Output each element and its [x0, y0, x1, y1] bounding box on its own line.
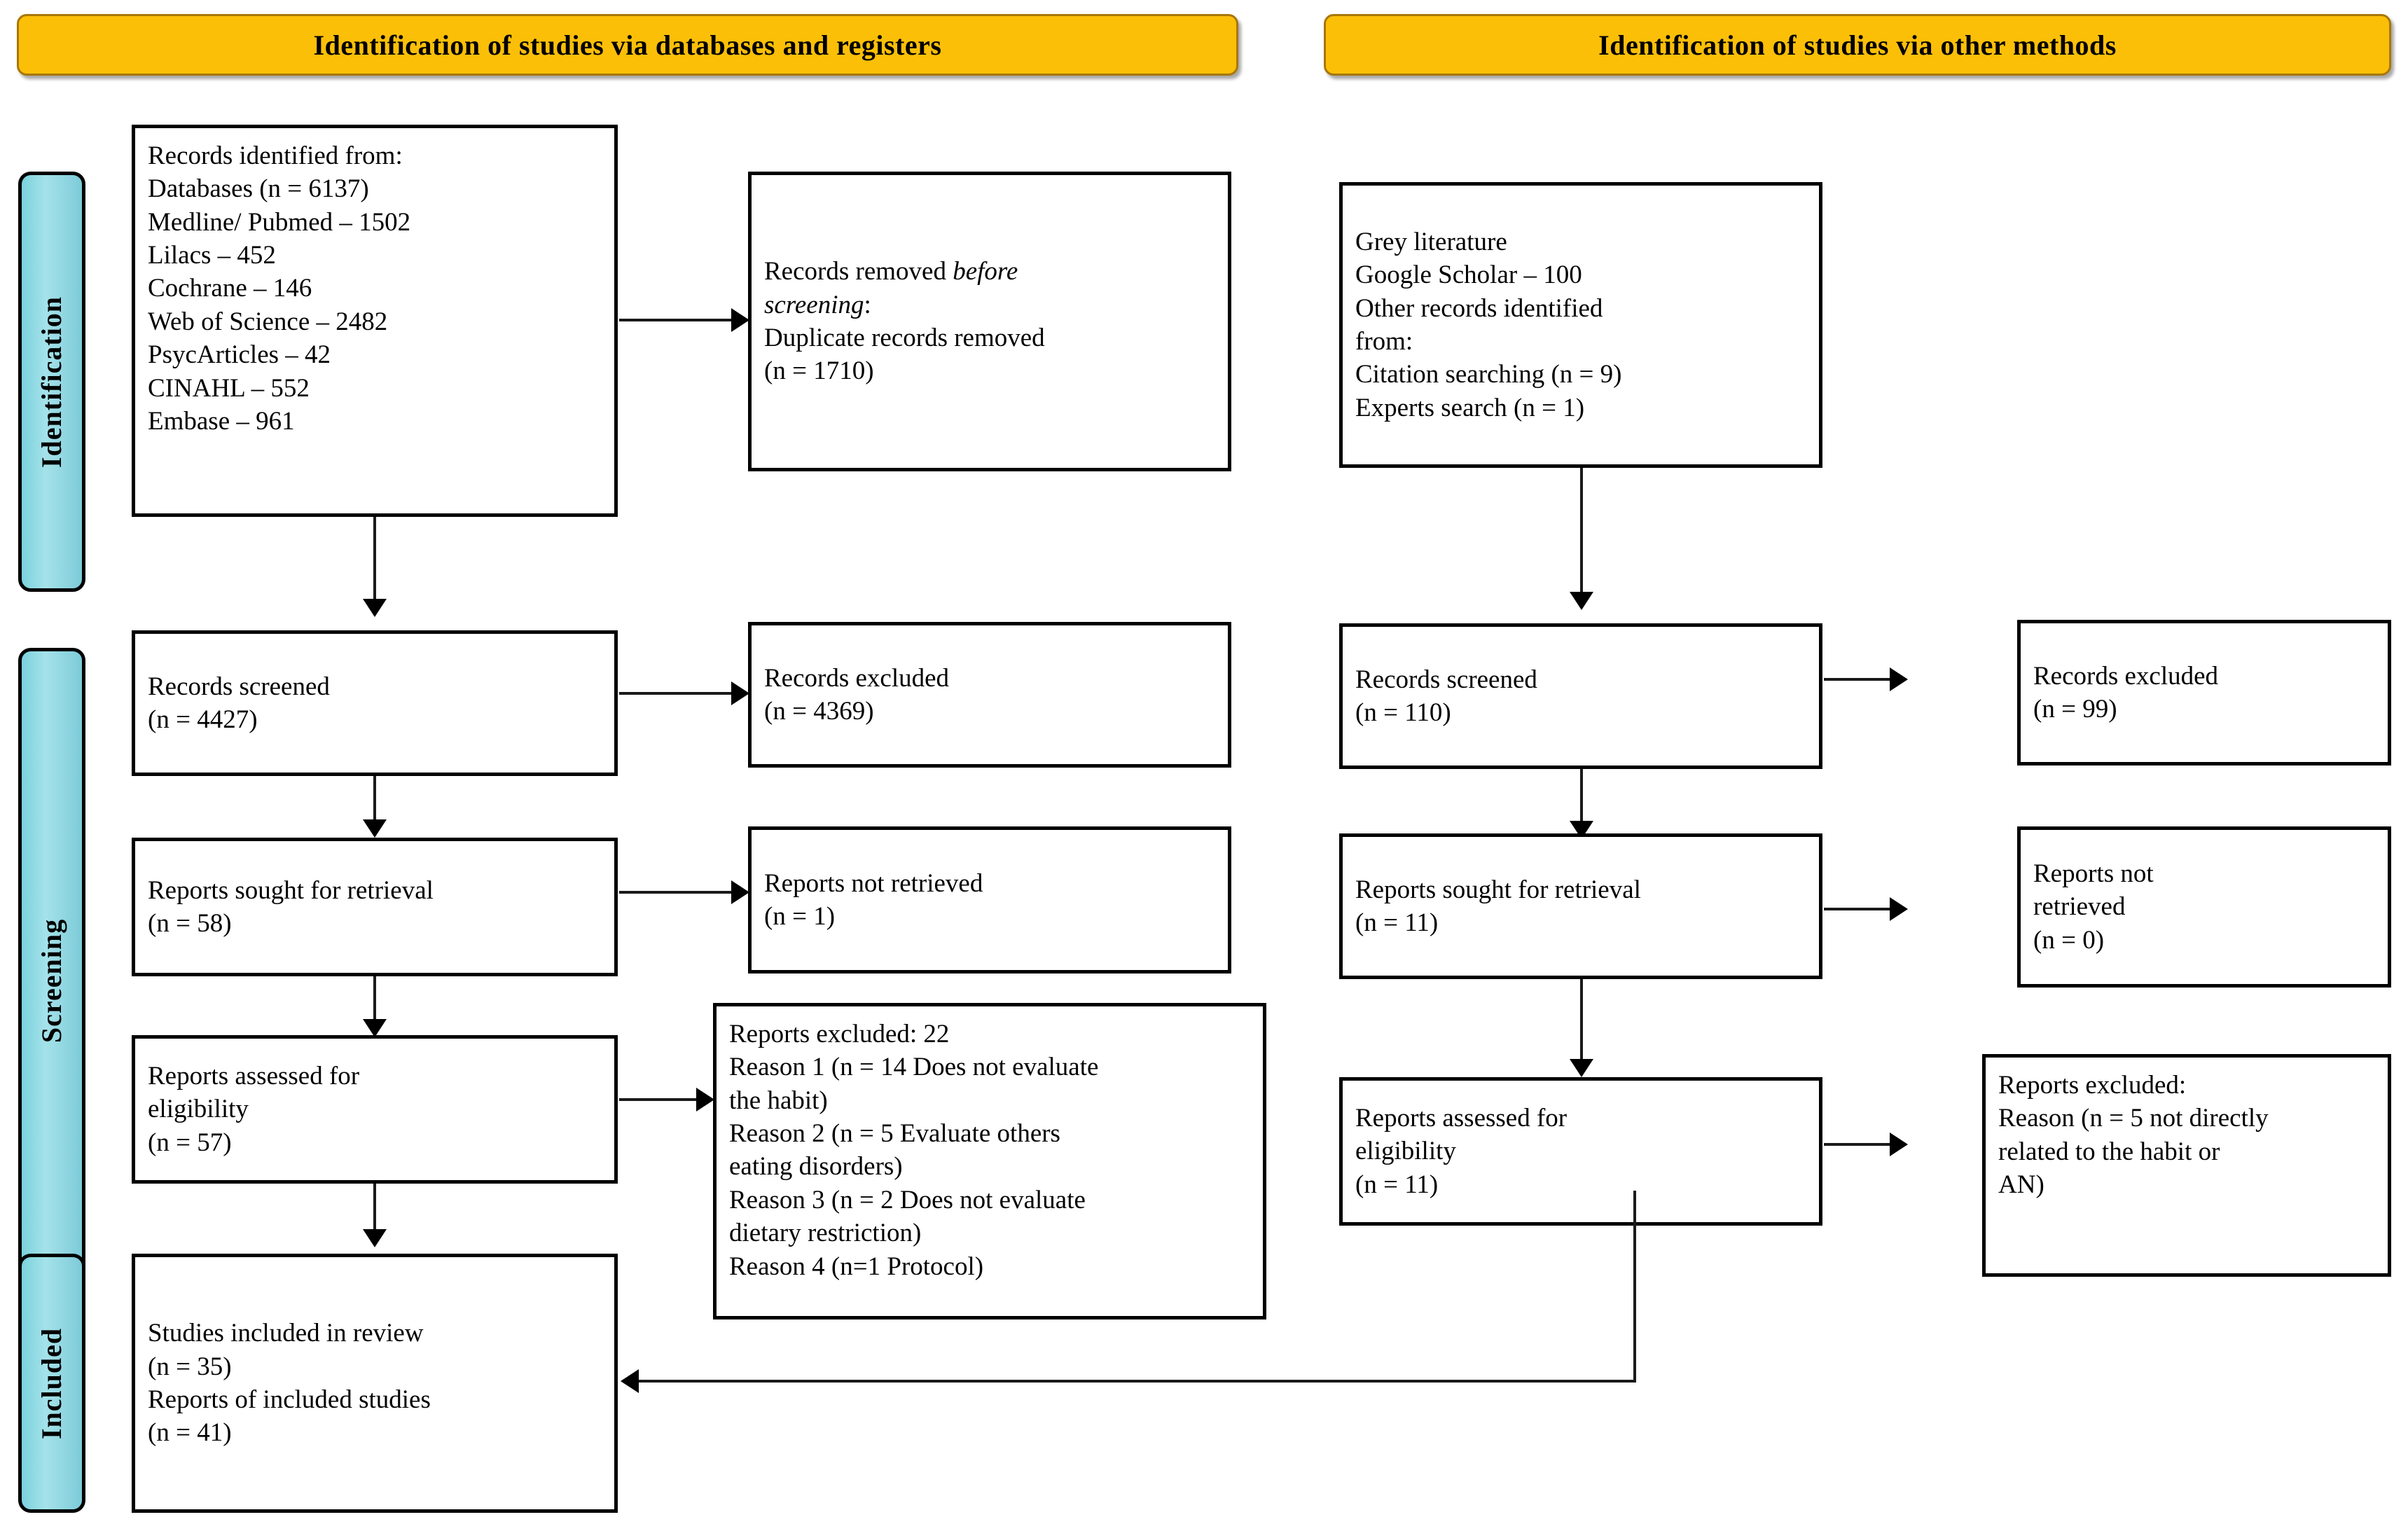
connector-sought-down-left: [373, 976, 376, 1023]
arrowhead-identified-to-removed: [731, 308, 749, 332]
box-reports-assessed-right: Reports assessed for eligibility (n = 11…: [1339, 1077, 1822, 1226]
connector-screened-down-left: [373, 776, 376, 822]
arrowhead-screened-to-excluded-left: [731, 681, 749, 705]
stage-included-label: Included: [36, 1327, 68, 1439]
box-reports-excluded-left-text: Reports excluded: 22 Reason 1 (n = 14 Do…: [729, 1020, 1099, 1281]
arrowhead-sought-to-notretrieved-right: [1890, 897, 1908, 921]
connector-screened-down-right: [1580, 769, 1583, 824]
connector-sought-down-right: [1580, 979, 1583, 1062]
connector-assessed-to-excluded-left: [619, 1098, 696, 1101]
box-reports-sought-left-text: Reports sought for retrieval (n = 58): [148, 875, 434, 938]
arrowhead-assessed-down-left: [363, 1229, 387, 1247]
arrowhead-identified-down: [363, 599, 387, 617]
connector-identified-to-removed: [619, 319, 731, 321]
box-reports-assessed-left: Reports assessed for eligibility (n = 57…: [132, 1035, 618, 1184]
box-records-identified-text: Records identified from: Databases (n = …: [148, 141, 411, 436]
stage-included: Included: [18, 1254, 85, 1513]
arrowhead-sought-down-left: [363, 1019, 387, 1037]
box-studies-included-text: Studies included in review (n = 35) Repo…: [148, 1319, 431, 1448]
box-reports-not-retrieved-right-text: Reports not retrieved (n = 0): [2033, 859, 2154, 955]
box-reports-excluded-right-text: Reports excluded: Reason (n = 5 not dire…: [1998, 1071, 2269, 1200]
banner-other-methods-label: Identification of studies via other meth…: [1598, 29, 2117, 61]
box-studies-included: Studies included in review (n = 35) Repo…: [132, 1254, 618, 1513]
arrowhead-assessed-to-excluded-left: [696, 1088, 714, 1111]
arrowhead-assessed-to-excluded-right: [1890, 1132, 1908, 1156]
box-records-screened-right-text: Records screened (n = 110): [1355, 665, 1537, 727]
box-records-excluded-right: Records excluded (n = 99): [2017, 620, 2391, 766]
connector-grey-literature-down: [1580, 468, 1583, 594]
box-records-identified: Records identified from: Databases (n = …: [132, 125, 618, 517]
box-records-removed-text: Records removed before screening: Duplic…: [764, 255, 1215, 387]
records-removed-line-2: screening:: [764, 290, 871, 319]
box-records-screened-right: Records screened (n = 110): [1339, 623, 1822, 769]
connector-identified-down: [373, 517, 376, 601]
banner-other-methods: Identification of studies via other meth…: [1324, 14, 2391, 76]
banner-databases-registers-label: Identification of studies via databases …: [313, 29, 942, 61]
stage-screening-label: Screening: [36, 918, 68, 1043]
box-records-excluded-left: Records excluded (n = 4369): [748, 622, 1231, 768]
box-records-excluded-right-text: Records excluded (n = 99): [2033, 661, 2219, 723]
box-grey-literature: Grey literature Google Scholar – 100 Oth…: [1339, 182, 1822, 468]
connector-sought-to-notretrieved-right: [1824, 908, 1890, 910]
box-reports-sought-left: Reports sought for retrieval (n = 58): [132, 838, 618, 976]
banner-databases-registers: Identification of studies via databases …: [17, 14, 1238, 76]
connector-screened-to-excluded-right: [1824, 678, 1890, 681]
box-reports-not-retrieved-left-text: Reports not retrieved (n = 1): [764, 868, 983, 931]
box-reports-assessed-left-text: Reports assessed for eligibility (n = 57…: [148, 1061, 360, 1157]
box-reports-sought-right: Reports sought for retrieval (n = 11): [1339, 833, 1822, 979]
box-records-screened-left: Records screened (n = 4427): [132, 630, 618, 776]
box-records-removed-before-screening: Records removed before screening: Duplic…: [748, 172, 1231, 471]
arrowhead-right-assessed-to-included: [621, 1369, 639, 1393]
connector-right-assessed-elbow-vertical: [1633, 1191, 1636, 1383]
stage-screening: Screening: [18, 648, 85, 1313]
records-removed-line-1: Records removed before: [764, 257, 1018, 286]
stage-identification: Identification: [18, 172, 85, 592]
arrowhead-sought-down-right: [1570, 1059, 1593, 1077]
arrowhead-sought-to-notretrieved-left: [731, 880, 749, 904]
box-grey-literature-text: Grey literature Google Scholar – 100 Oth…: [1355, 227, 1622, 422]
box-reports-assessed-right-text: Reports assessed for eligibility (n = 11…: [1355, 1103, 1568, 1199]
box-reports-not-retrieved-left: Reports not retrieved (n = 1): [748, 826, 1231, 974]
connector-assessed-down-left: [373, 1184, 376, 1233]
connector-right-assessed-elbow-horizontal: [639, 1380, 1636, 1383]
box-reports-not-retrieved-right: Reports not retrieved (n = 0): [2017, 826, 2391, 988]
arrowhead-screened-to-excluded-right: [1890, 667, 1908, 691]
stage-identification-label: Identification: [36, 296, 68, 468]
connector-sought-to-notretrieved-left: [619, 891, 731, 894]
box-reports-excluded-left: Reports excluded: 22 Reason 1 (n = 14 Do…: [713, 1003, 1266, 1319]
box-reports-sought-right-text: Reports sought for retrieval (n = 11): [1355, 875, 1641, 937]
arrowhead-screened-down-left: [363, 819, 387, 838]
box-reports-excluded-right: Reports excluded: Reason (n = 5 not dire…: [1982, 1054, 2391, 1277]
arrowhead-grey-literature-down: [1570, 592, 1593, 610]
connector-assessed-to-excluded-right: [1824, 1143, 1890, 1146]
box-records-screened-left-text: Records screened (n = 4427): [148, 672, 330, 734]
connector-screened-to-excluded-left: [619, 692, 731, 695]
box-records-excluded-left-text: Records excluded (n = 4369): [764, 663, 950, 726]
